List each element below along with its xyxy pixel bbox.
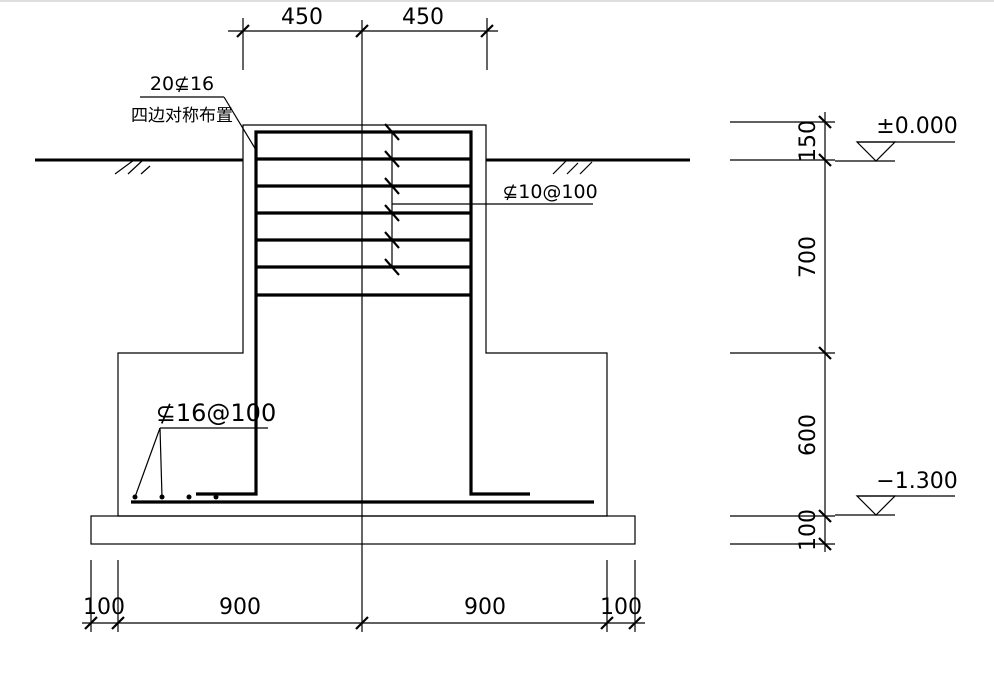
dim-top-right: 450 [402, 5, 444, 30]
stirrups [256, 157, 471, 297]
blinding-layer [90, 515, 636, 545]
bottom-dimension: 100 900 900 100 [82, 560, 645, 632]
dim-bottom-left: 900 [219, 595, 261, 620]
dim-right-100: 100 [796, 509, 821, 551]
dim-right-700: 700 [796, 236, 821, 278]
base-bars-leader: ⊈16@100 [134, 399, 276, 498]
dim-right-600: 600 [796, 414, 821, 456]
column-bars-leader: 20⊈16 四边对称布置 [131, 73, 257, 151]
stirrups-leader: ⊈10@100 [391, 132, 598, 268]
ground-hatch-right [552, 159, 593, 175]
elevation-marker-top: ±0.000 [835, 114, 958, 162]
base-bars-label: ⊈16@100 [156, 399, 276, 427]
right-dimension: 150 700 600 100 [730, 112, 835, 552]
column-bars-note: 四边对称布置 [131, 106, 233, 126]
column-rebars [196, 130, 530, 496]
elevation-bottom-label: −1.300 [876, 469, 957, 494]
dim-bottom-right: 900 [464, 595, 506, 620]
column-bars-label: 20⊈16 [150, 73, 214, 95]
elevation-top-label: ±0.000 [876, 114, 957, 139]
dim-bottom-right-edge: 100 [600, 595, 642, 620]
top-dimension: 450 450 [228, 5, 498, 70]
dim-bottom-left-edge: 100 [83, 595, 125, 620]
dim-top-left: 450 [281, 5, 323, 30]
elevation-marker-bottom: −1.300 [835, 469, 958, 516]
ground-hatch-left [114, 159, 151, 175]
stirrups-label: ⊈10@100 [502, 181, 597, 203]
dim-right-150: 150 [796, 120, 821, 162]
